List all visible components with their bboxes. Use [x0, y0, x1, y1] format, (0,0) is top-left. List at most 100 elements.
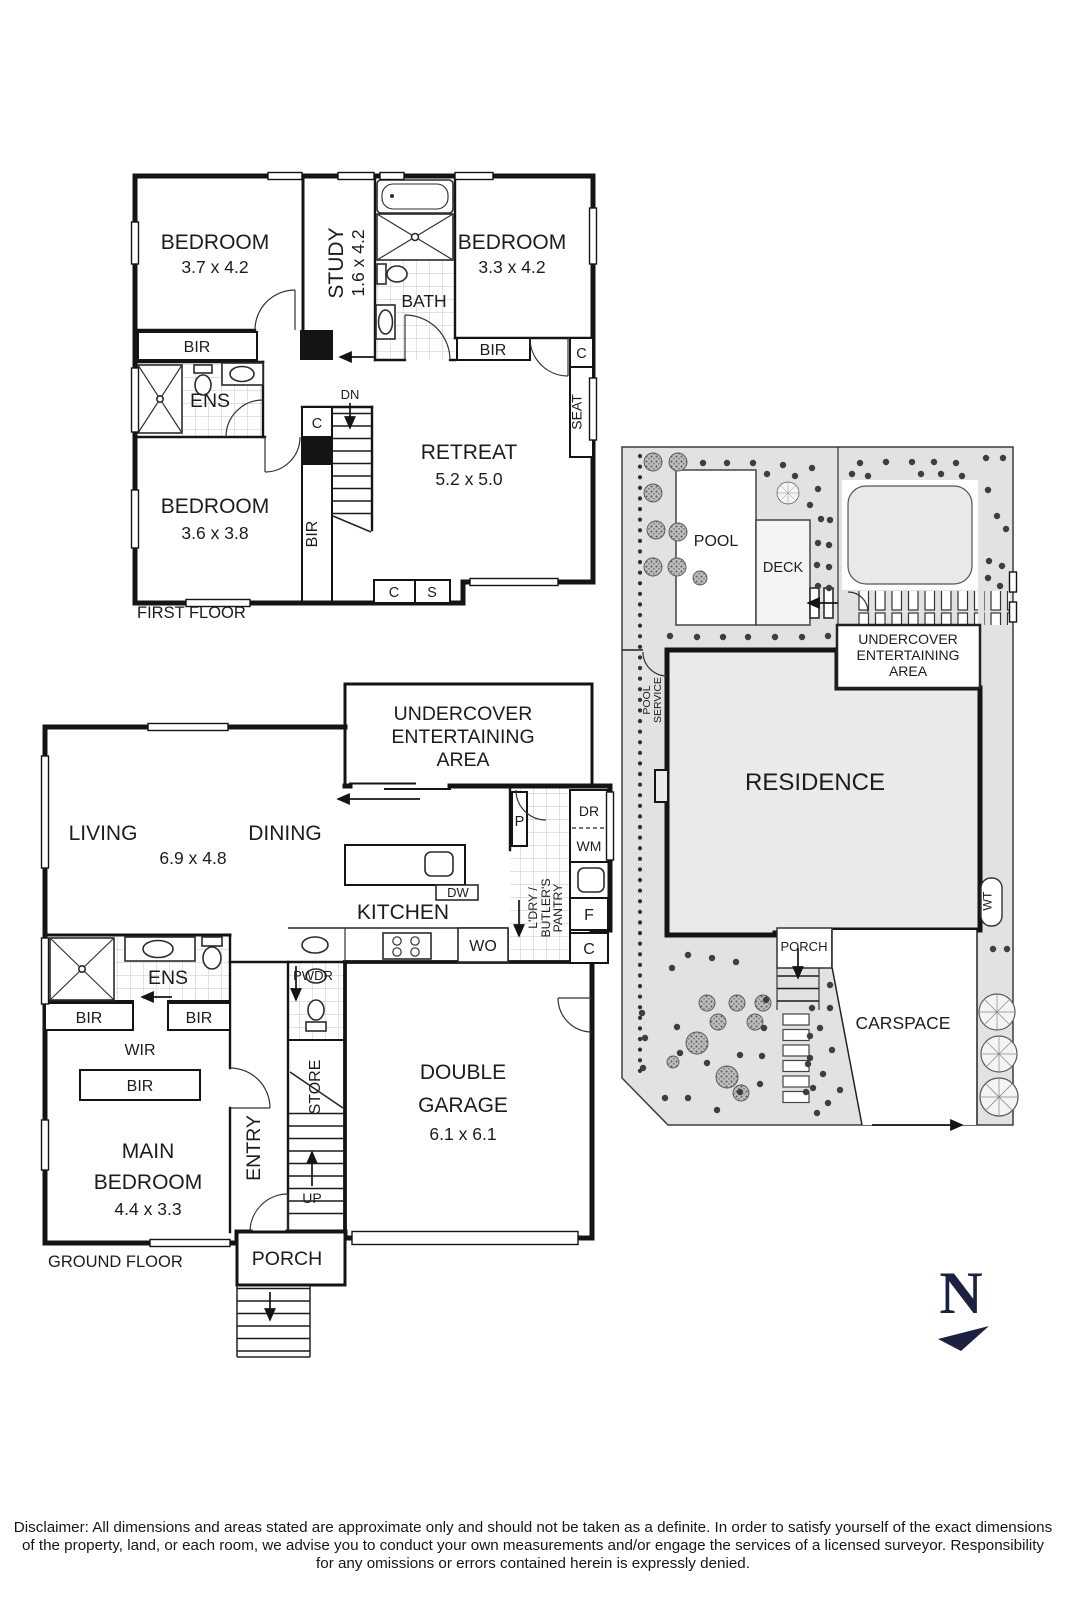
gf-porch-label: PORCH — [252, 1248, 322, 1270]
bath-door-arc — [404, 314, 451, 361]
wall-oven-box — [457, 927, 509, 963]
pwdr-toilet-icon — [305, 1021, 327, 1032]
site-residence-label: RESIDENCE — [745, 769, 885, 796]
gf-wir-label: WIR — [124, 1042, 155, 1059]
ff-store-bottom-label: S — [427, 585, 437, 601]
gf-cupboard-label: C — [583, 941, 595, 958]
gf-entry-label: ENTRY — [243, 1115, 265, 1181]
ff-bedroom-tr-label: BEDROOM — [458, 231, 567, 254]
gf-bir-left-label: BIR — [76, 1010, 103, 1027]
gf-bir-right-label: BIR — [186, 1010, 213, 1027]
gf-ens-toilet-icon — [201, 936, 223, 947]
ff-bedroom-tr-dims: 3.3 x 4.2 — [478, 257, 545, 277]
gf-garage-line2: GARAGE — [418, 1094, 508, 1117]
ff-bir-tl-label: BIR — [184, 339, 211, 356]
gf-ldry-line2: BUTLER'S — [539, 878, 553, 937]
gf-main-bed-line2: BEDROOM — [94, 1171, 203, 1194]
pergola-battens — [856, 591, 978, 625]
gf-bir-right-box — [167, 1002, 231, 1031]
ff-bir-tr-label: BIR — [480, 342, 507, 359]
ff-bedroom-tl-label: BEDROOM — [161, 231, 270, 254]
site-pool-label: POOL — [694, 533, 739, 550]
disclaimer-line3: for any omissions or errors contained he… — [316, 1555, 750, 1572]
ff-store-bottom-box — [414, 579, 451, 604]
gf-bir-bed-label: BIR — [127, 1078, 154, 1095]
garden-dots — [638, 454, 1011, 1117]
garden-gate-arc — [642, 651, 668, 677]
ff-bath-label: BATH — [401, 291, 446, 311]
bedroom-bl-door — [264, 436, 301, 473]
site-uea-line1: UNDERCOVER — [858, 631, 958, 647]
gf-dr-label: DR — [579, 803, 599, 819]
tree-icon — [980, 1035, 1018, 1073]
gf-dining-label: DINING — [248, 822, 322, 845]
north-compass: N — [938, 1260, 989, 1351]
site-carspace-label: CARSPACE — [856, 1013, 951, 1033]
gf-uea-line3: AREA — [436, 749, 489, 771]
gf-ldry-line3: PANTRY — [551, 884, 565, 933]
north-arrow-icon — [938, 1326, 989, 1351]
ff-ens-label: ENS — [190, 390, 230, 412]
disclaimer: Disclaimer: All dimensions and areas sta… — [14, 1519, 1053, 1572]
ens-toilet-icon — [193, 364, 213, 374]
cooktop-icon — [382, 932, 432, 960]
gf-garage-dims: 6.1 x 6.1 — [429, 1124, 496, 1144]
disclaimer-line1: Disclaimer: All dimensions and areas sta… — [14, 1519, 1053, 1536]
store-diagonal — [289, 1071, 344, 1109]
laundry-door-arc — [515, 789, 547, 821]
ff-exterior-walls — [132, 173, 596, 606]
ff-retreat-dims: 5.2 x 5.0 — [435, 469, 502, 489]
garage-door — [351, 1230, 579, 1246]
laundry-closet — [569, 789, 609, 863]
island-sink-icon — [424, 851, 454, 877]
gf-bir-bed-box — [79, 1069, 201, 1101]
gf-up-label: UP — [302, 1190, 321, 1206]
pantry-cabinet — [511, 791, 528, 847]
site-porch-label: PORCH — [781, 939, 828, 954]
ens-basin-icon — [229, 365, 255, 383]
gf-store-label: STORE — [307, 1060, 324, 1115]
ff-bedroom-bl-dims: 3.6 x 3.8 — [181, 523, 248, 543]
site-wt-label: WT — [981, 891, 995, 911]
ground-floor-plan: UNDERCOVER ENTERTAINING AREA LIVING DINI… — [40, 682, 615, 1358]
ens-door-arc — [225, 399, 264, 438]
site-plan: POOL DECK UNDERCOVER ENTERTAINING AREA P… — [621, 446, 1019, 1131]
tree-icon — [776, 481, 800, 505]
gf-wo-label: WO — [469, 938, 497, 955]
bedroom-door-arc — [229, 1067, 271, 1109]
tree-icon — [979, 1077, 1019, 1117]
site-pool-service-line2: SERVICE — [652, 677, 664, 723]
gf-kitchen-label: KITCHEN — [357, 901, 449, 924]
bathtub-icon — [376, 179, 454, 214]
gf-uea-line2: ENTERTAINING — [391, 726, 534, 748]
site-porch-box — [776, 927, 833, 969]
kitchen-sink-icon — [301, 936, 329, 954]
fridge-box — [569, 897, 609, 931]
tree-icon — [978, 993, 1016, 1031]
gf-dw-label: DW — [447, 885, 469, 900]
ff-bedroom-tl-dims: 3.7 x 4.2 — [181, 257, 248, 277]
gf-main-bed-dims: 4.4 x 3.3 — [114, 1199, 181, 1219]
front-door-arc — [249, 1193, 289, 1233]
bedroom-tr-door — [529, 337, 569, 377]
ff-bir-mid-label: BIR — [304, 521, 321, 548]
site-uea-line3: AREA — [889, 663, 928, 679]
laundry-trough-icon — [577, 867, 605, 893]
ff-stairs — [333, 407, 371, 517]
ff-seat-label: SEAT — [569, 394, 585, 430]
gf-living-label: LIVING — [69, 822, 138, 845]
ff-closet-tr-label: C — [576, 346, 586, 362]
gf-bir-left-box — [44, 1002, 134, 1031]
bedroom-tl-door — [254, 289, 296, 331]
ff-study-label: STUDY — [325, 227, 348, 298]
gf-caption: GROUND FLOOR — [48, 1253, 183, 1271]
ff-bir-tr-box — [456, 337, 531, 361]
ff-closet-bottom-label: C — [389, 585, 399, 601]
gf-uea-line1: UNDERCOVER — [394, 703, 533, 725]
toilet-icon — [376, 263, 387, 285]
dishwasher-box — [435, 884, 479, 901]
gf-garage-line1: DOUBLE — [420, 1061, 506, 1084]
site-deck-label: DECK — [763, 560, 804, 576]
first-floor-plan: BEDROOM 3.7 x 4.2 STUDY 1.6 x 4.2 BATH B… — [130, 171, 598, 622]
